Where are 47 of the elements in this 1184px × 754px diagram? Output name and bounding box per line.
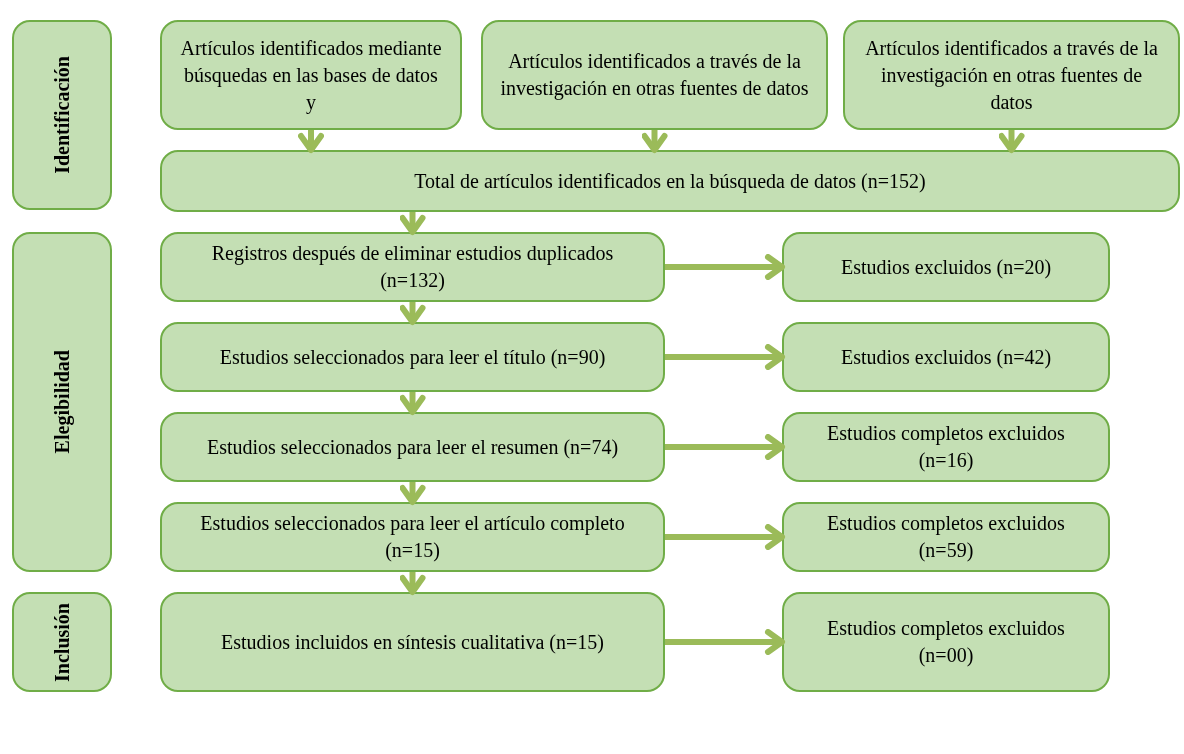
process-box [782, 232, 1110, 302]
process-box [160, 20, 462, 130]
process-box [782, 322, 1110, 392]
process-box [782, 412, 1110, 482]
arrow [665, 254, 785, 280]
arrow [399, 212, 426, 235]
box-text: Estudios completos excluidos (n=59) [826, 511, 1066, 564]
arrow [665, 344, 785, 370]
box-text: Estudios completos excluidos (n=16) [826, 421, 1066, 474]
box-text: Estudios seleccionados para leer el artículo completo (n=15) [199, 511, 626, 564]
arrow [641, 130, 668, 153]
phase-label: Inclusión [49, 602, 74, 682]
arrow [998, 130, 1025, 153]
box-text: Registros después de eliminar estudios duplicados (n=132) [210, 241, 615, 294]
box-text: Estudios seleccionados para leer el resumen (n=74) [206, 434, 619, 461]
box-text: Estudios excluidos (n=20) [840, 254, 1052, 281]
process-box [160, 502, 665, 572]
box-text: Artículos identificados a través de la investigación en otras fuentes de datos [499, 49, 810, 102]
phase-label: Elegibilidad [49, 350, 74, 454]
phase-label: Identificación [49, 56, 74, 174]
box-text: Estudios incluidos en síntesis cualitativa (n=15) [221, 629, 604, 656]
box-text: Estudios excluidos (n=42) [840, 344, 1052, 371]
process-box [782, 502, 1110, 572]
arrow [399, 302, 426, 325]
process-box [160, 592, 665, 692]
process-box [160, 232, 665, 302]
arrow [399, 392, 426, 415]
arrow [298, 130, 324, 153]
phase-box [12, 592, 112, 692]
box-text: Estudios seleccionados para leer el título (n=90) [219, 344, 606, 371]
process-box [160, 322, 665, 392]
arrow [665, 524, 785, 550]
box-text: Estudios completos excluidos (n=00) [826, 616, 1066, 669]
phase-box [12, 232, 112, 572]
arrow [665, 629, 785, 655]
arrow [665, 434, 785, 460]
process-box [481, 20, 828, 130]
box-text: Total de artículos identificados en la búsqueda de datos (n=152) [414, 168, 926, 195]
box-text: Artículos identificados mediante búsquedas en las bases de datos y [179, 35, 443, 116]
arrow [399, 482, 426, 505]
process-box [160, 412, 665, 482]
process-box [843, 20, 1180, 130]
phase-box [12, 20, 112, 210]
box-text: Artículos identificados a través de la investigación en otras fuentes de datos [864, 35, 1159, 115]
process-box [160, 150, 1180, 212]
arrow [399, 572, 426, 595]
process-box [782, 592, 1110, 692]
